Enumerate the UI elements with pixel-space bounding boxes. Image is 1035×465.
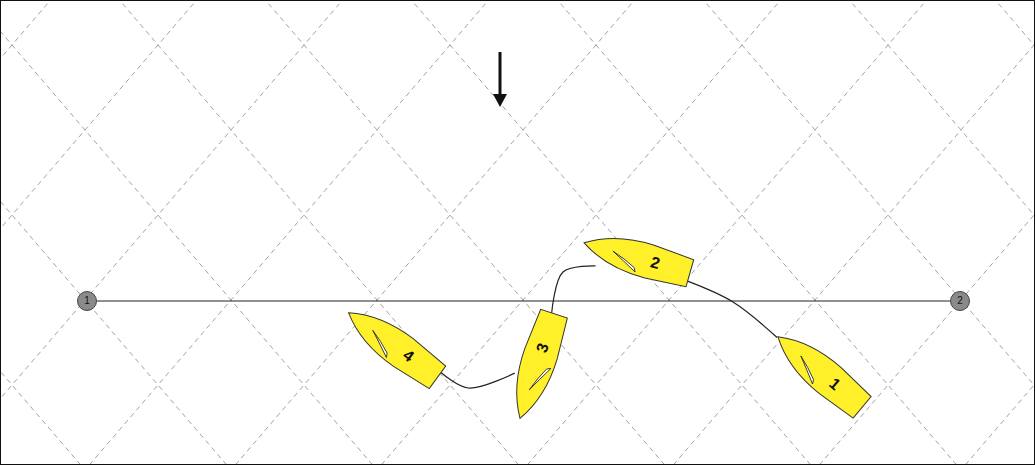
mark-number: 1: [84, 296, 90, 306]
wind-arrow: [493, 52, 507, 107]
grid-line: [0, 0, 89, 465]
sail: [792, 356, 822, 384]
sail: [529, 364, 551, 394]
sail: [609, 251, 639, 272]
hull: [767, 324, 873, 421]
grid-line: [0, 0, 59, 465]
grid-line: [957, 0, 1035, 465]
boat-hull: [502, 308, 572, 424]
hull: [504, 308, 570, 423]
boat: 2: [579, 225, 695, 292]
sail: [365, 330, 395, 357]
course-mark: 1: [77, 291, 97, 311]
boat-hull: [766, 322, 875, 422]
hull: [338, 299, 447, 391]
boat: 1: [766, 322, 875, 422]
boat-hull: [337, 297, 448, 392]
course-mark: 2: [950, 291, 970, 311]
grid-line: [695, 0, 1035, 465]
grid-line: [0, 0, 381, 465]
mark-number: 2: [957, 296, 963, 306]
grid-line: [0, 0, 235, 465]
boat: 4: [337, 297, 448, 392]
boat-hull: [579, 225, 695, 292]
hull: [579, 226, 694, 289]
track-line: [552, 266, 596, 313]
track-line: [441, 373, 515, 389]
start-line: [97, 300, 950, 301]
boat: 3: [502, 308, 572, 424]
grid-line: [0, 0, 351, 465]
grid-line: [665, 0, 1035, 465]
grid-line: [987, 0, 1035, 465]
grid-line: [0, 0, 205, 465]
track-line: [688, 281, 778, 337]
